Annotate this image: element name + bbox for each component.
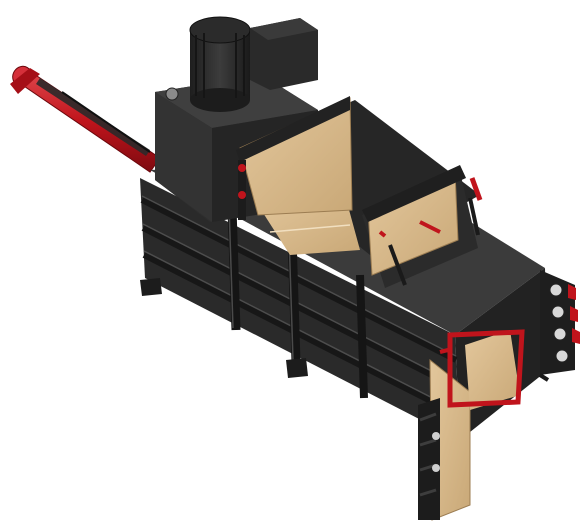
right-loading-door [362, 165, 483, 288]
bale-door [418, 329, 525, 521]
left-loading-door [236, 96, 353, 220]
door-latches [538, 270, 580, 382]
hydraulic-cylinder [10, 65, 161, 173]
